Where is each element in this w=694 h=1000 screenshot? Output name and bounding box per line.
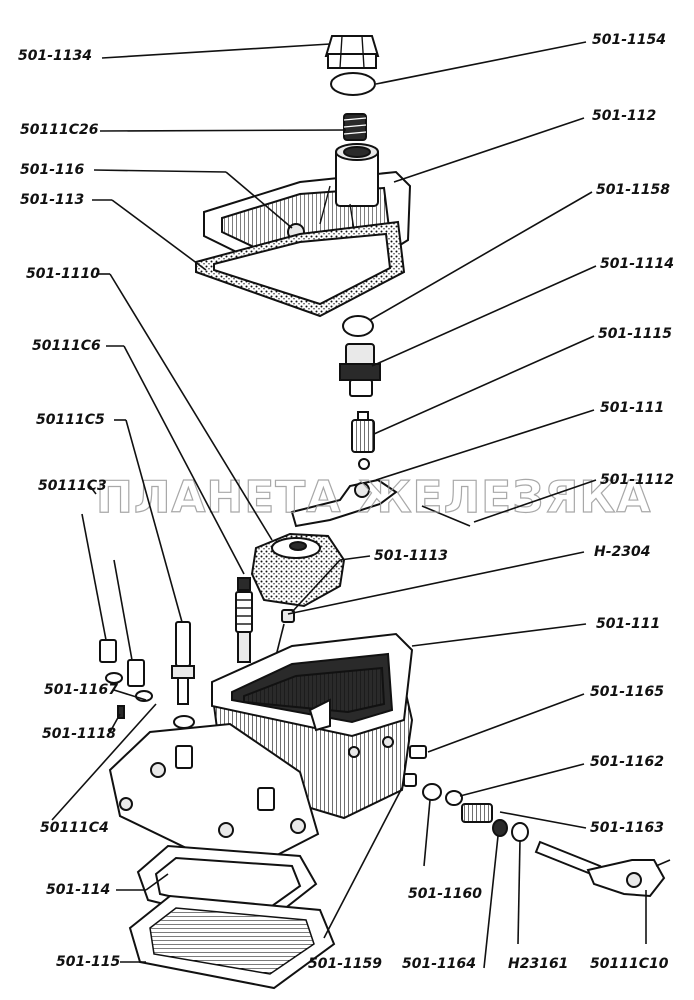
washer-501-1160 [422,783,442,801]
gasket-ring-501-1154 [330,72,376,96]
label-50111C26: 50111C26 [20,122,99,138]
label-501-113: 501-113 [20,192,84,208]
label-H23161: H23161 [508,956,568,972]
label-501-1115: 501-1115 [598,326,672,342]
label-501-1167: 501-1167 [44,682,118,698]
label-501-111-lower: 501-111 [596,616,660,632]
label-501-1158: 501-1158 [596,182,670,198]
tube-50111C5 [171,621,195,729]
bushing-501-1159 [403,773,417,787]
label-501-1113: 501-1113 [374,548,448,564]
label-501-1165: 501-1165 [590,684,664,700]
watermark-text: ПЛАНЕТА ЖЕЛЕЗЯКА [96,472,651,523]
float-501-1110 [250,532,346,608]
label-501-1164: 501-1164 [402,956,476,972]
leader-lines [51,41,647,969]
washer-501-1164 [492,819,508,837]
plug-501-1134 [324,35,380,69]
gasket-501-113-inner [213,232,392,306]
label-501-111-upper: 501-111 [600,400,664,416]
label-H-2304: H-2304 [594,544,651,560]
bushing-501-1165 [409,745,427,759]
label-501-1162: 501-1162 [590,754,664,770]
screen-501-115 [128,894,336,990]
label-501-1154: 501-1154 [592,32,666,48]
ring-501-1158 [342,315,374,337]
label-501-115: 501-115 [56,954,121,970]
label-501-1114: 501-1114 [600,256,674,272]
label-50111C4: 50111C4 [40,820,109,836]
spring-50111C26 [343,113,367,141]
needle-501-1115 [351,411,375,470]
label-50111C10: 50111C10 [590,956,669,972]
label-501-1112: 501-1112 [600,472,674,488]
label-501-1160: 501-1160 [408,886,482,902]
lever-50111C10 [534,840,671,898]
label-501-1110: 501-1110 [26,266,100,282]
label-501-1163: 501-1163 [590,820,664,836]
jet-50111C6 [235,577,253,663]
spring-501-1163 [461,803,493,823]
tubes-50111C3 [81,513,153,719]
label-501-116: 501-116 [20,162,85,178]
label-501-112: 501-112 [592,108,656,124]
label-50111C3: 50111C3 [38,478,107,494]
washer-H23161 [511,822,529,842]
base-plate-50111C4 [108,722,320,876]
gasket-501-114-inner [154,856,302,918]
valve-seat-501-1114 [339,343,381,397]
label-501-1134: 501-1134 [18,48,92,64]
label-50111C6: 50111C6 [32,338,101,354]
label-501-1159: 501-1159 [308,956,382,972]
label-50111C5: 50111C5 [36,412,105,428]
ring-501-1162 [445,790,463,806]
label-501-114: 501-114 [46,882,110,898]
label-501-1118: 501-1118 [42,726,116,742]
float-lever-501-1112 [290,478,471,528]
